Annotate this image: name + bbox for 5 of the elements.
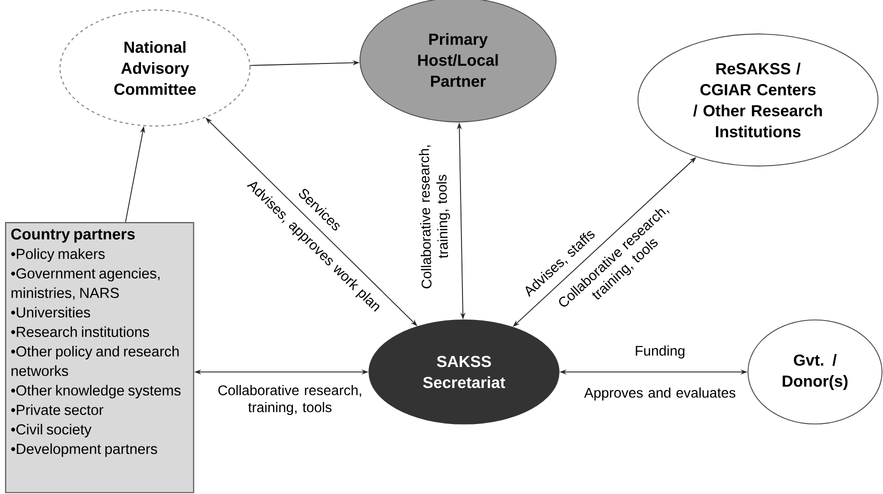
partners-box: Country partners •Policy makers •Government agencies, ministries, NARS •Universities •Research institutions •Other policy and research networks •Other knowledge systems •Private sector •Civil society •Development partners <box>5 222 194 494</box>
line-label: Approves and evaluates <box>584 387 736 400</box>
edge-label: Collaborative research, training, tools <box>418 146 450 288</box>
edge-label: Funding <box>636 345 684 358</box>
edge-label: Collaborative research, training, tools <box>218 384 362 415</box>
